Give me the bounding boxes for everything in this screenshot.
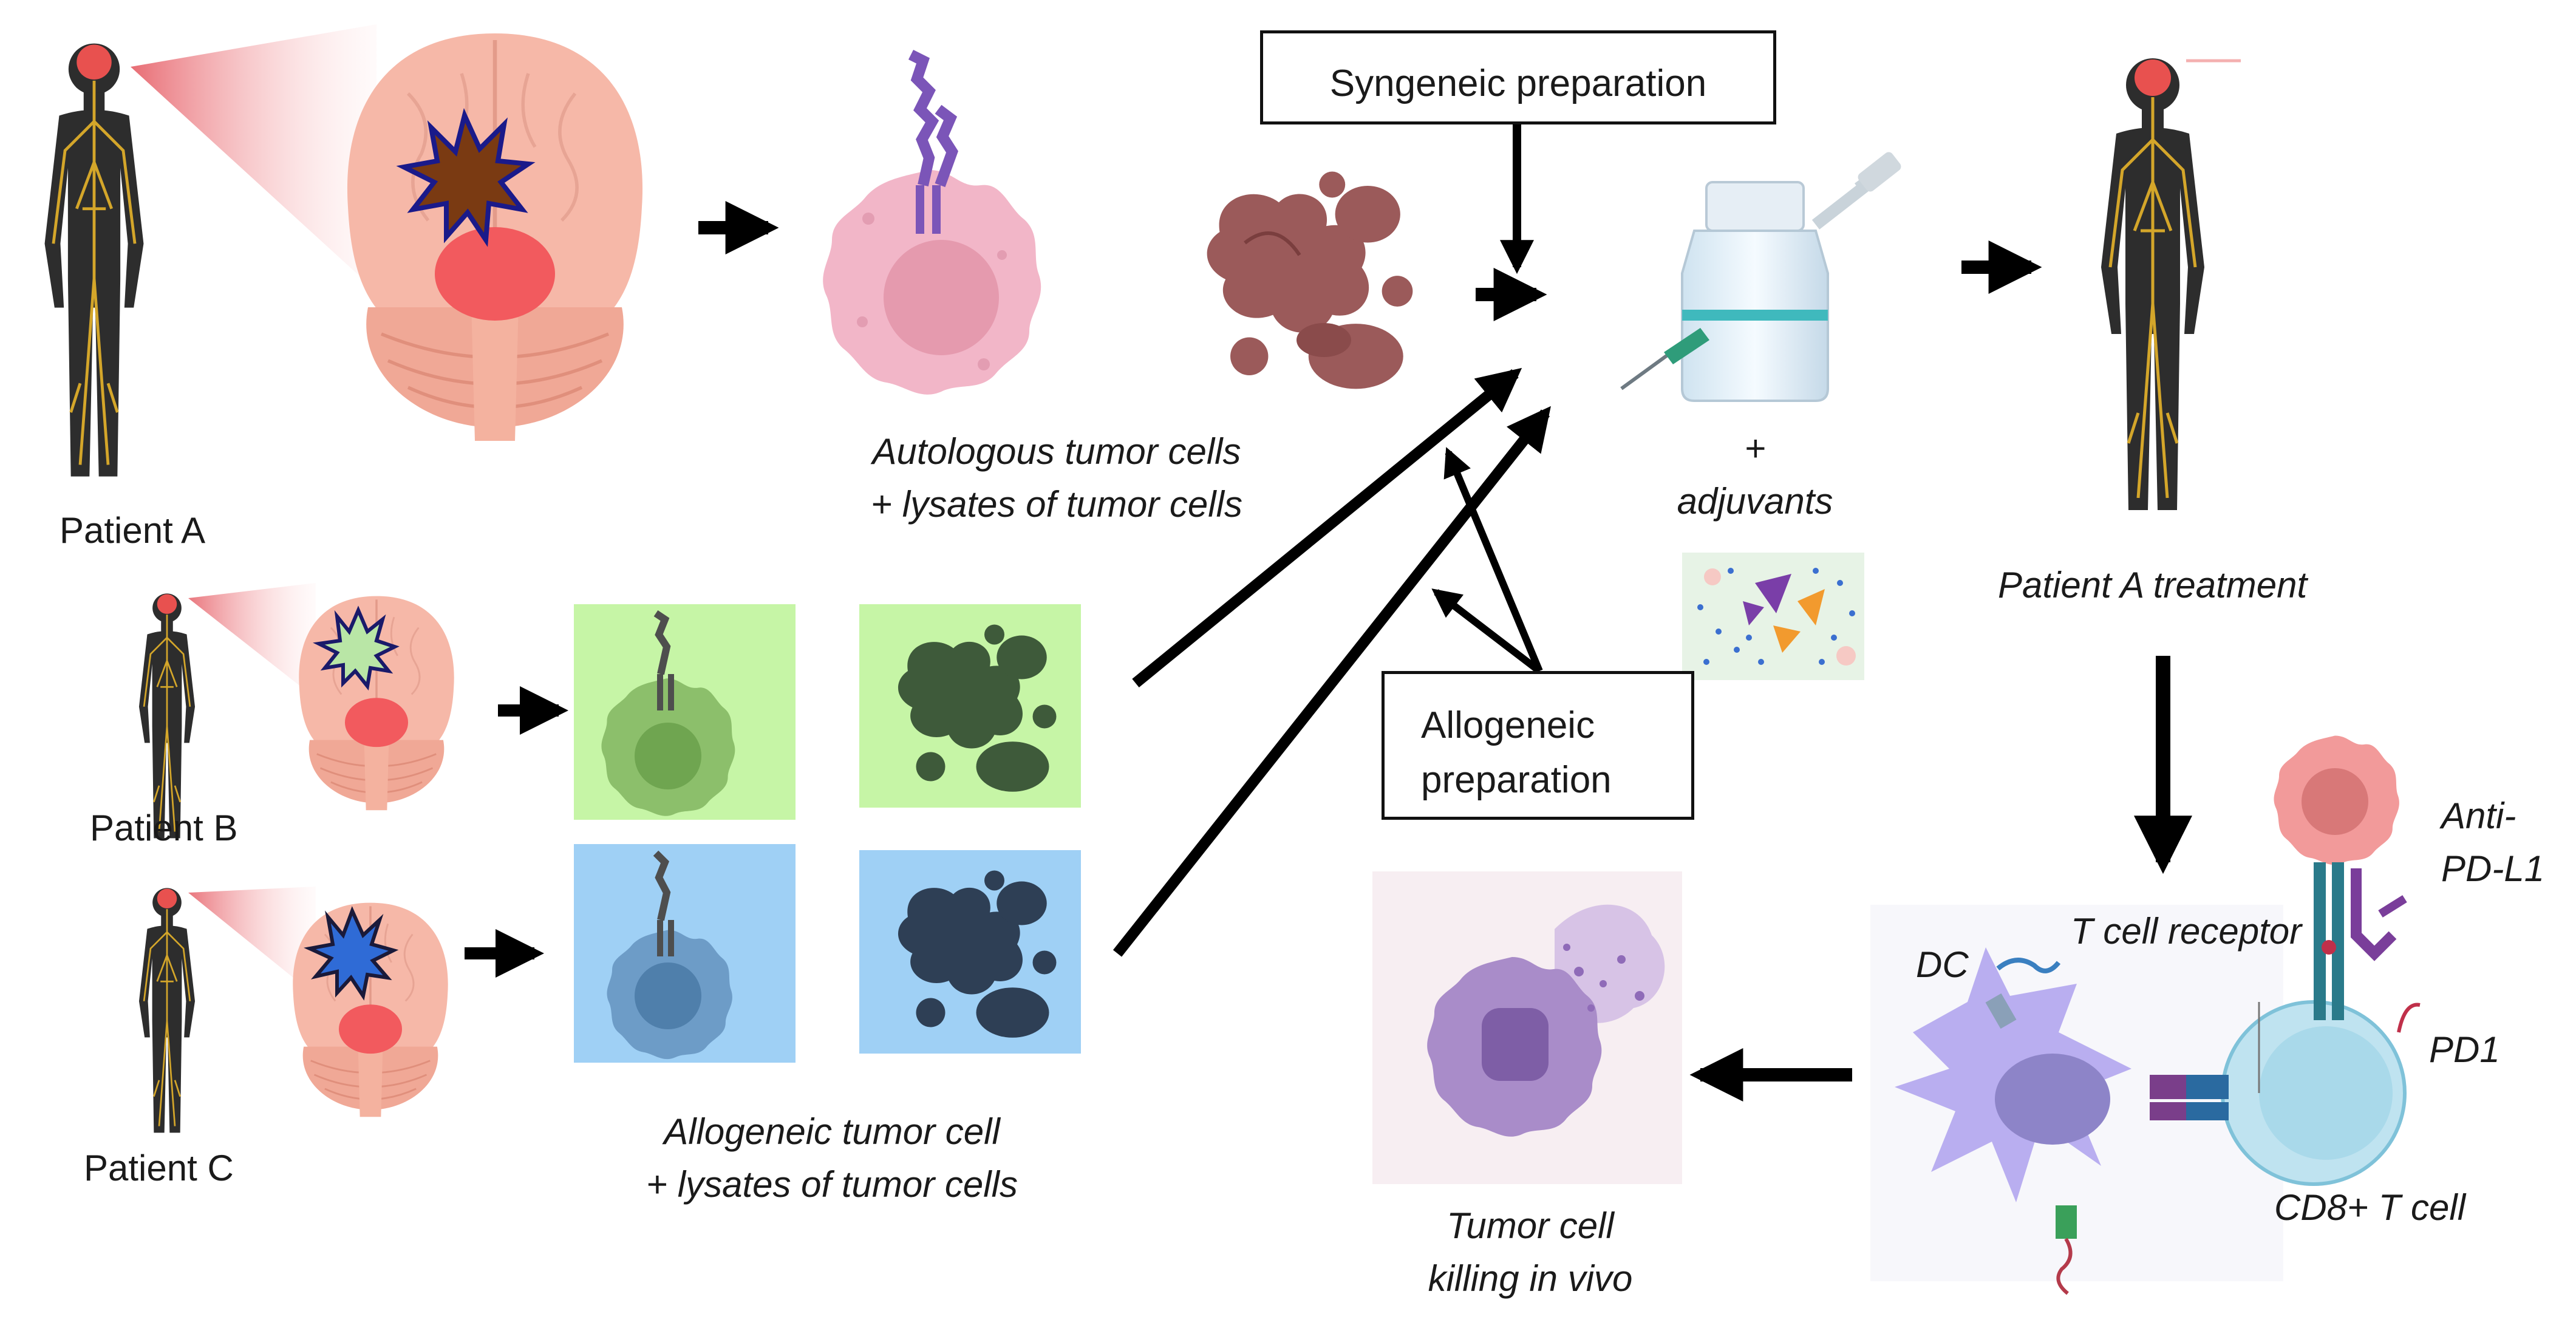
allogeneic-caption-line1: Allogeneic tumor cell <box>664 1111 1000 1152</box>
label-anti-pdl1-line1: Anti- <box>2441 795 2516 836</box>
tumor-star-a <box>396 107 536 247</box>
arrow-allogeneic-up1 <box>1443 447 1543 673</box>
label-cd8-t-cell: CD8+ T cell <box>2274 1187 2466 1228</box>
adjuvants-caption: + adjuvants <box>1615 422 1895 528</box>
adjuvants-label: adjuvants <box>1677 481 1833 522</box>
tumor-star-c <box>304 906 399 1001</box>
label-patient-a-treatment: Patient A treatment <box>1998 565 2308 605</box>
arrow-b-lysate-to-vaccine <box>1132 367 1522 687</box>
adjuvants-plus: + <box>1744 428 1766 469</box>
label-anti-pdl1-line2: PD-L1 <box>2441 848 2545 889</box>
label-t-cell-receptor: T cell receptor <box>2071 911 2302 952</box>
patient-a-figure <box>45 24 377 477</box>
label-patient-c: Patient C <box>84 1148 234 1188</box>
label-anti-pdl1: Anti- PD-L1 <box>2441 789 2544 895</box>
vaccine-vial-icon <box>1620 152 1901 402</box>
allogeneic-box-line1: Allogeneic <box>1421 704 1595 746</box>
autologous-tumor-cell <box>823 49 1041 395</box>
patient-b-figure <box>138 583 316 839</box>
adjuvants-panel <box>1682 553 1864 680</box>
patient-a-brain <box>347 33 642 441</box>
immune-synapse-panel <box>1870 735 2421 1295</box>
patient-c-figure <box>138 887 316 1134</box>
allogeneic-cell-c <box>574 844 796 1063</box>
killing-caption-line2: killing in vivo <box>1428 1258 1633 1299</box>
allogeneic-caption: Allogeneic tumor cell + lysates of tumor… <box>589 1105 1075 1211</box>
allogeneic-box-line2: preparation <box>1421 758 1612 801</box>
label-patient-a: Patient A <box>60 510 206 551</box>
arrow-c-lysate-to-vaccine <box>1113 406 1551 957</box>
tumor-star-b <box>313 605 400 691</box>
killing-caption-line1: Tumor cell <box>1446 1205 1614 1246</box>
autologous-caption: Autologous tumor cells + lysates of tumo… <box>814 425 1300 531</box>
syngeneic-box: Syngeneic preparation <box>1260 30 1776 124</box>
label-patient-b: Patient B <box>90 808 238 848</box>
arrow-allogeneic-up2 <box>1431 588 1542 674</box>
patient-a-treatment-figure <box>2101 58 2241 510</box>
allogeneic-lysate-c <box>859 850 1081 1054</box>
autologous-caption-line2: + lysates of tumor cells <box>871 484 1242 525</box>
label-pd1: PD1 <box>2429 1029 2500 1070</box>
allogeneic-box: Allogeneic preparation <box>1382 671 1694 820</box>
autologous-caption-line1: Autologous tumor cells <box>872 431 1241 472</box>
killing-caption: Tumor cell killing in vivo <box>1378 1199 1682 1305</box>
tumor-killing-panel <box>1372 871 1682 1184</box>
allogeneic-caption-line2: + lysates of tumor cells <box>646 1164 1018 1205</box>
autologous-lysate <box>1207 171 1413 389</box>
allogeneic-cell-b <box>574 604 796 820</box>
allogeneic-lysate-b <box>859 604 1081 808</box>
label-dc: DC <box>1916 944 1969 985</box>
